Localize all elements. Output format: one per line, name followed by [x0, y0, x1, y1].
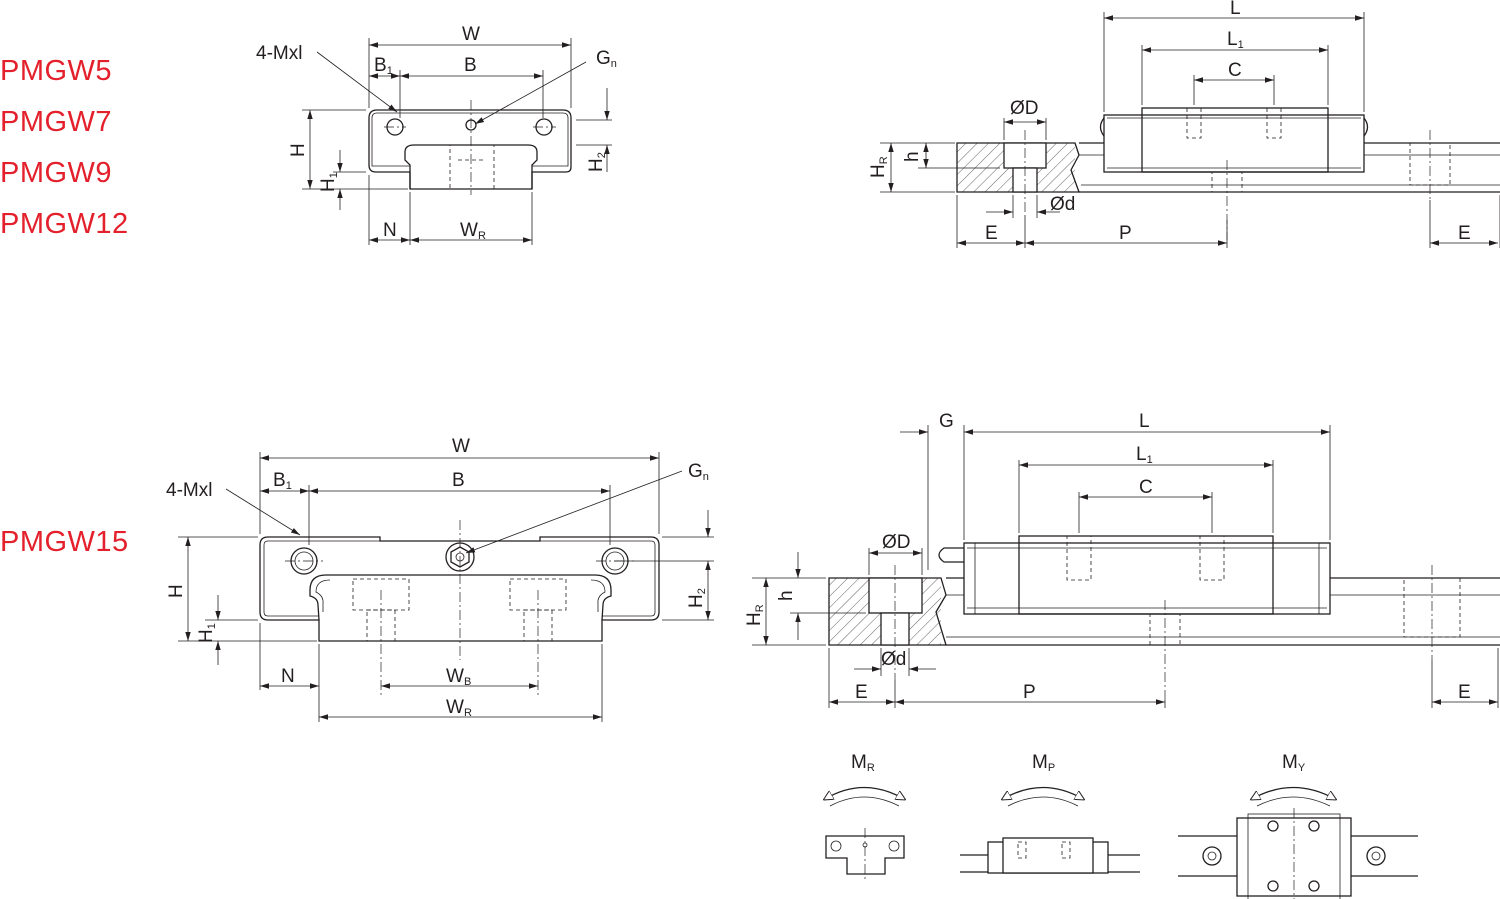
dim-g-large: G — [939, 411, 954, 432]
dim-h2-small: H2 — [586, 152, 608, 172]
small-end-view: W B1 B Gn 4-Mxl H H1 H2 N WR — [256, 24, 617, 245]
dim-e-right-large: E — [1458, 682, 1471, 703]
dim-wr-small: WR — [460, 220, 486, 242]
dim-b-small: B — [464, 55, 477, 76]
dim-gn-large: Gn — [688, 461, 709, 483]
dim-b1-small: B1 — [374, 55, 393, 77]
dim-mxl-large: 4-Mxl — [166, 480, 212, 501]
dim-h-small: H — [288, 143, 309, 157]
dim-hlow-large: h — [776, 590, 797, 601]
dim-n-small: N — [383, 220, 397, 241]
dim-d-small: Ød — [1050, 194, 1075, 215]
moment-mp-diagram: MP — [960, 752, 1140, 874]
dim-l-small: L — [1230, 0, 1241, 19]
dim-p-small: P — [1119, 223, 1132, 244]
dim-c-large: C — [1139, 477, 1153, 498]
dim-p-large: P — [1023, 682, 1036, 703]
dim-d-large: Ød — [881, 649, 906, 670]
dim-w-large: W — [452, 436, 470, 457]
moment-my-label: MY — [1282, 752, 1306, 774]
moment-my-diagram: MY — [1178, 752, 1418, 899]
dim-h-large: H — [166, 584, 187, 598]
model-label-pmgw5: PMGW5 — [0, 55, 113, 87]
dim-c-small: C — [1228, 60, 1242, 81]
dim-h1-small: H1 — [318, 172, 340, 192]
dim-hlow-small: h — [902, 151, 923, 162]
model-label-pmgw7: PMGW7 — [0, 106, 113, 138]
dim-n-large: N — [281, 666, 295, 687]
small-side-view: L L1 C ØD Ød HR h E P E — [868, 0, 1500, 248]
dim-e-right-small: E — [1458, 223, 1471, 244]
dim-h2-large: H2 — [686, 588, 708, 608]
model-label-pmgw12: PMGW12 — [0, 208, 129, 240]
dim-e-left-large: E — [855, 682, 868, 703]
moment-mr-label: MR — [851, 752, 875, 774]
dim-b1-large: B1 — [273, 470, 292, 492]
dim-gn-small: Gn — [596, 48, 617, 70]
moment-mp-label: MP — [1032, 752, 1055, 774]
dim-mxl-small: 4-Mxl — [256, 43, 302, 64]
large-end-view: W B1 B Gn 4-Mxl H H1 H2 N WB WR — [166, 436, 714, 722]
dim-bigd-small: ØD — [1010, 98, 1039, 119]
dim-bigd-large: ØD — [882, 532, 911, 553]
model-label-pmgw9: PMGW9 — [0, 157, 113, 189]
large-side-view: G L L1 C ØD Ød HR h E P E — [744, 411, 1500, 708]
dim-wr-large: WR — [446, 697, 472, 719]
dim-l-large: L — [1139, 411, 1150, 432]
dim-hr-small: HR — [868, 156, 890, 178]
dim-e-left-small: E — [985, 223, 998, 244]
dim-wb-large: WB — [446, 666, 471, 688]
model-label-pmgw15: PMGW15 — [0, 526, 129, 558]
dim-l1-small: L1 — [1227, 29, 1244, 51]
dim-w-small: W — [462, 24, 480, 45]
dim-b-large: B — [452, 470, 465, 491]
dim-l1-large: L1 — [1136, 444, 1153, 466]
moment-mr-diagram: MR — [825, 752, 904, 880]
dim-h1-large: H1 — [196, 623, 218, 643]
dim-hr-large: HR — [744, 604, 766, 626]
